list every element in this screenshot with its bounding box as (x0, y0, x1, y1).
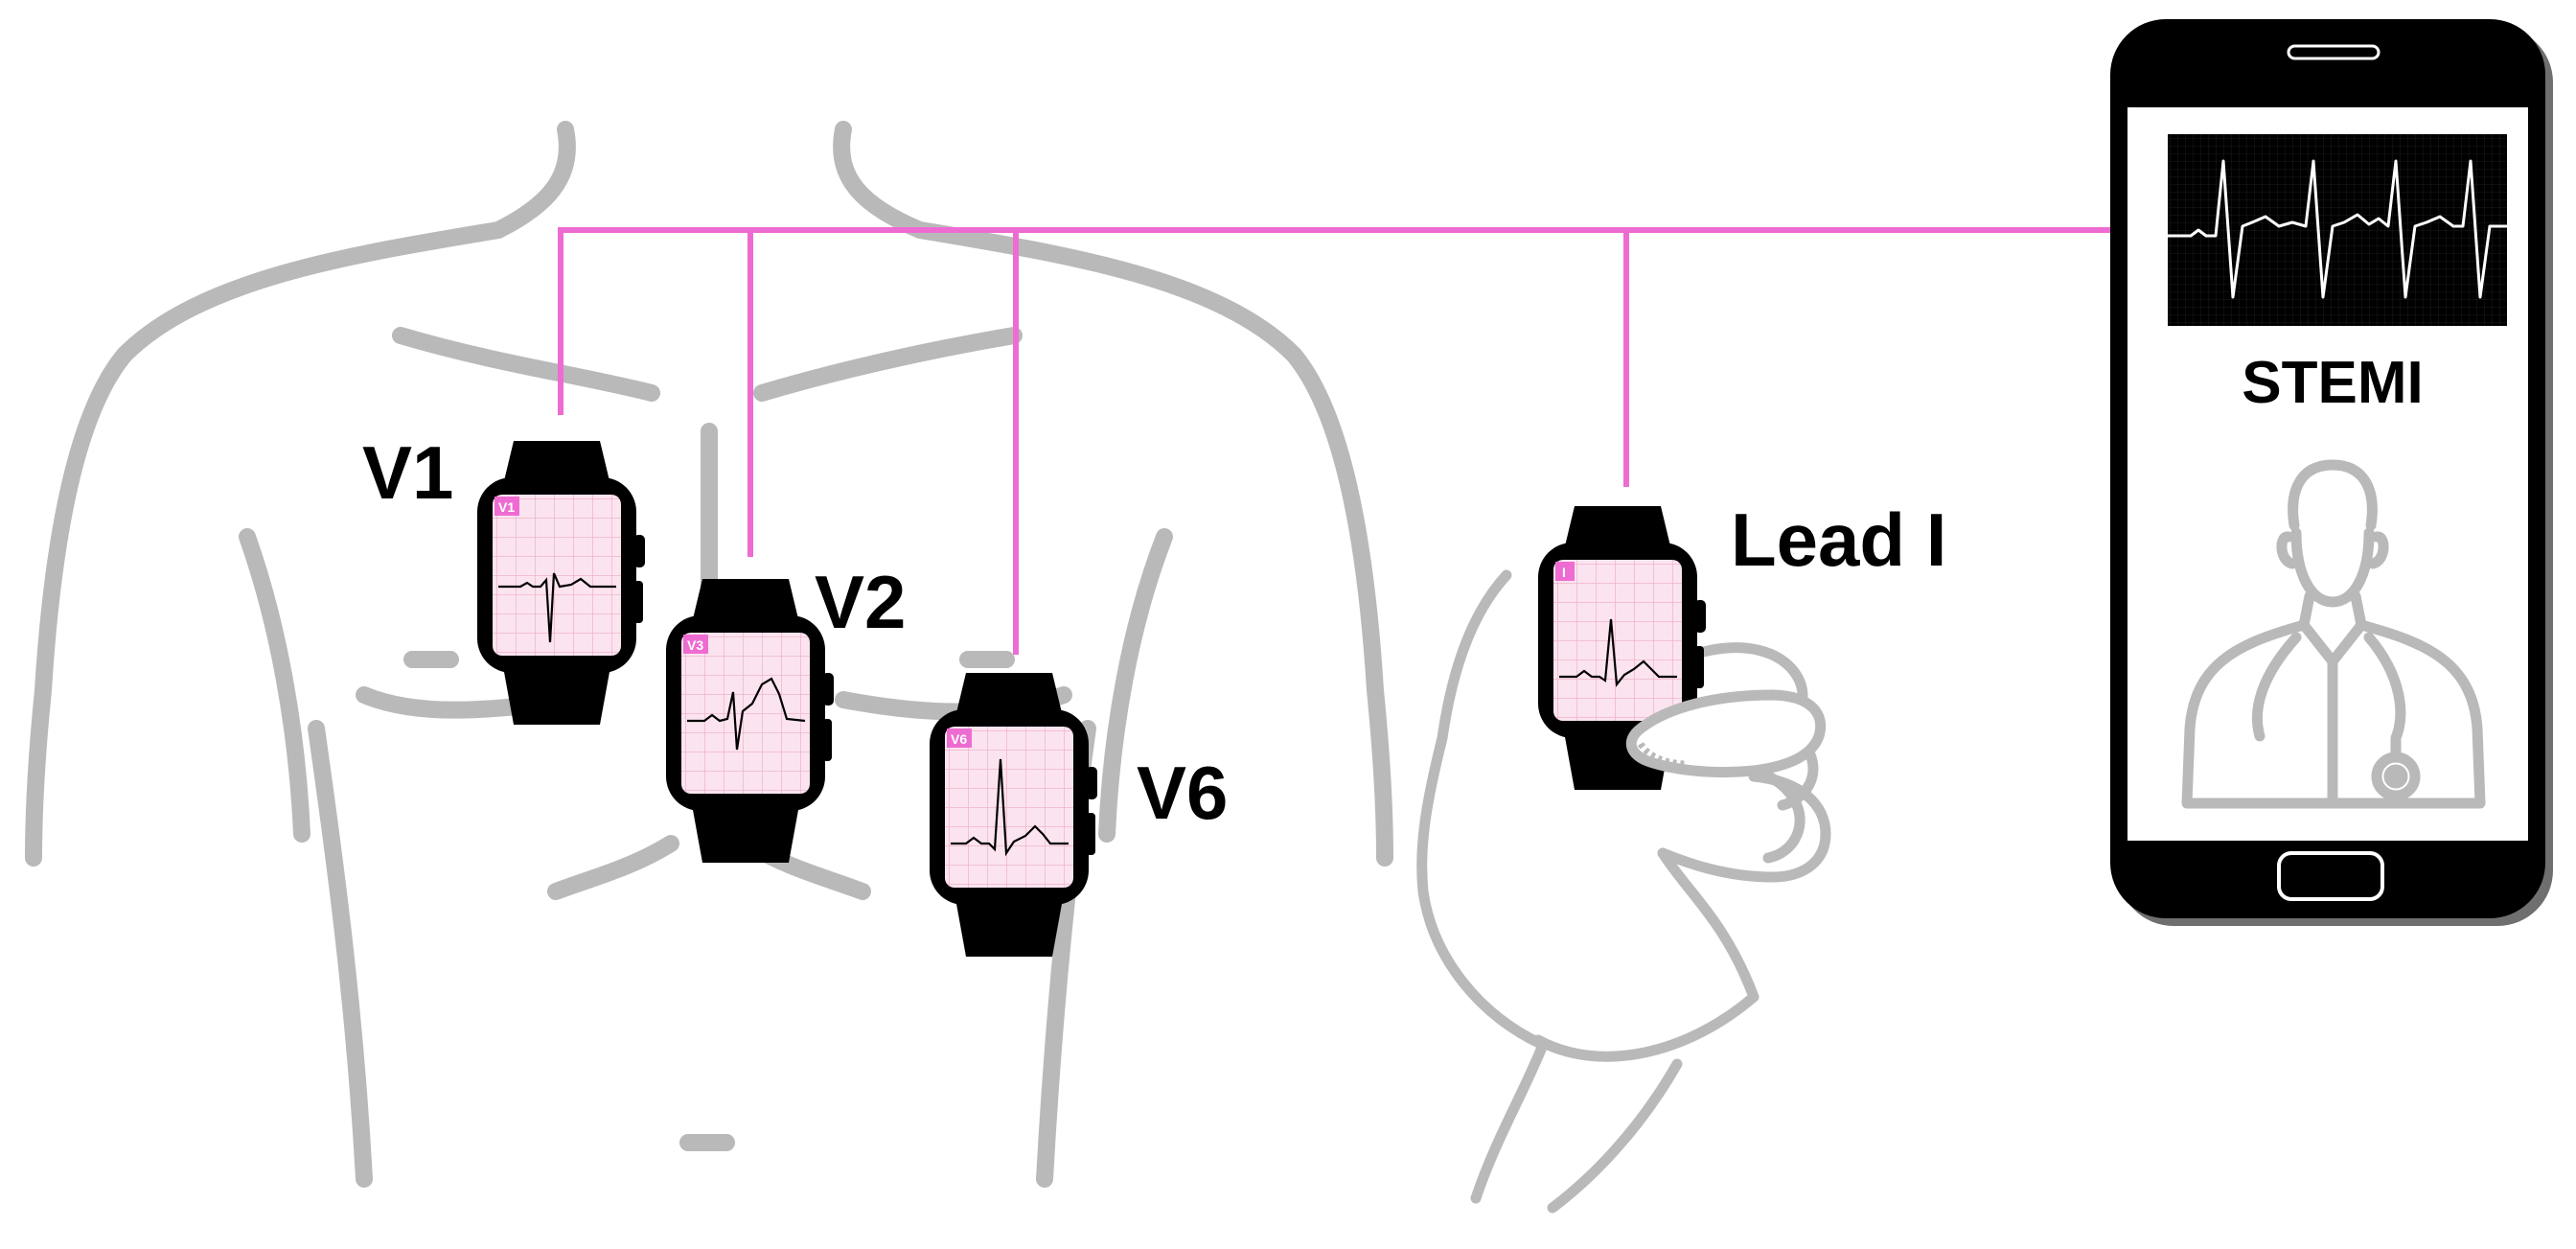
watch-crown (1086, 767, 1097, 799)
watch-button (1694, 646, 1704, 688)
smartphone-icon: STEMI (2110, 19, 2553, 926)
phone-ecg-trace (2168, 159, 2507, 299)
phone-result-label: STEMI (2242, 350, 2423, 416)
watch-band-bottom (502, 661, 611, 725)
watch-crown (1694, 600, 1706, 633)
ecg-trace-v1 (498, 572, 616, 643)
watch-band-top (691, 579, 800, 627)
label-v6: V6 (1137, 751, 1228, 835)
watch-tag-badge (947, 729, 972, 748)
watch-tag-lead-i: I (1562, 565, 1566, 580)
watch-button (1086, 813, 1095, 855)
watch-band-top (502, 441, 611, 489)
ecg-trace-lead-i (1559, 618, 1677, 687)
watch-tag-v6: V6 (951, 731, 967, 747)
watch-crown (822, 673, 834, 705)
watch-crown (633, 535, 645, 567)
label-v2: V2 (815, 560, 906, 644)
watch-button (822, 719, 832, 761)
watch-tag-v3: V3 (687, 637, 703, 653)
smartwatch-lead-i: I (1538, 506, 1706, 790)
watch-screen (681, 633, 810, 794)
watch-band-top (954, 673, 1064, 721)
label-lead-i: Lead I (1731, 497, 1946, 582)
smartwatch-v2: V3 (666, 579, 834, 863)
smartwatch-v1: V1 (477, 441, 645, 725)
torso-outline-icon (25, 121, 1393, 1188)
phone-home-button (2277, 851, 2384, 901)
watch-tag-badge (494, 497, 519, 516)
label-v1: V1 (362, 430, 453, 515)
doctor-stethoscope-icon (2181, 459, 2486, 809)
watch-band-bottom (691, 799, 800, 863)
smartwatch-v6: V6 (930, 673, 1097, 957)
watch-button (633, 581, 643, 623)
watch-screen (493, 495, 621, 656)
watch-screen (1553, 560, 1682, 721)
watch-band-bottom (954, 893, 1064, 957)
watch-screen (945, 727, 1073, 888)
watch-tag-badge (683, 635, 708, 654)
watch-tag-badge (1555, 562, 1575, 581)
ecg-trace-v6 (951, 758, 1069, 857)
ecg-trace-v3 (687, 677, 806, 751)
connector-lines (558, 227, 2154, 655)
phone-ecg-monitor (2168, 134, 2507, 326)
phone-speaker (2287, 44, 2380, 60)
watch-band-top (1563, 506, 1672, 554)
thumb-outline-icon (1625, 689, 1827, 778)
watch-tag-v1: V1 (498, 499, 515, 515)
